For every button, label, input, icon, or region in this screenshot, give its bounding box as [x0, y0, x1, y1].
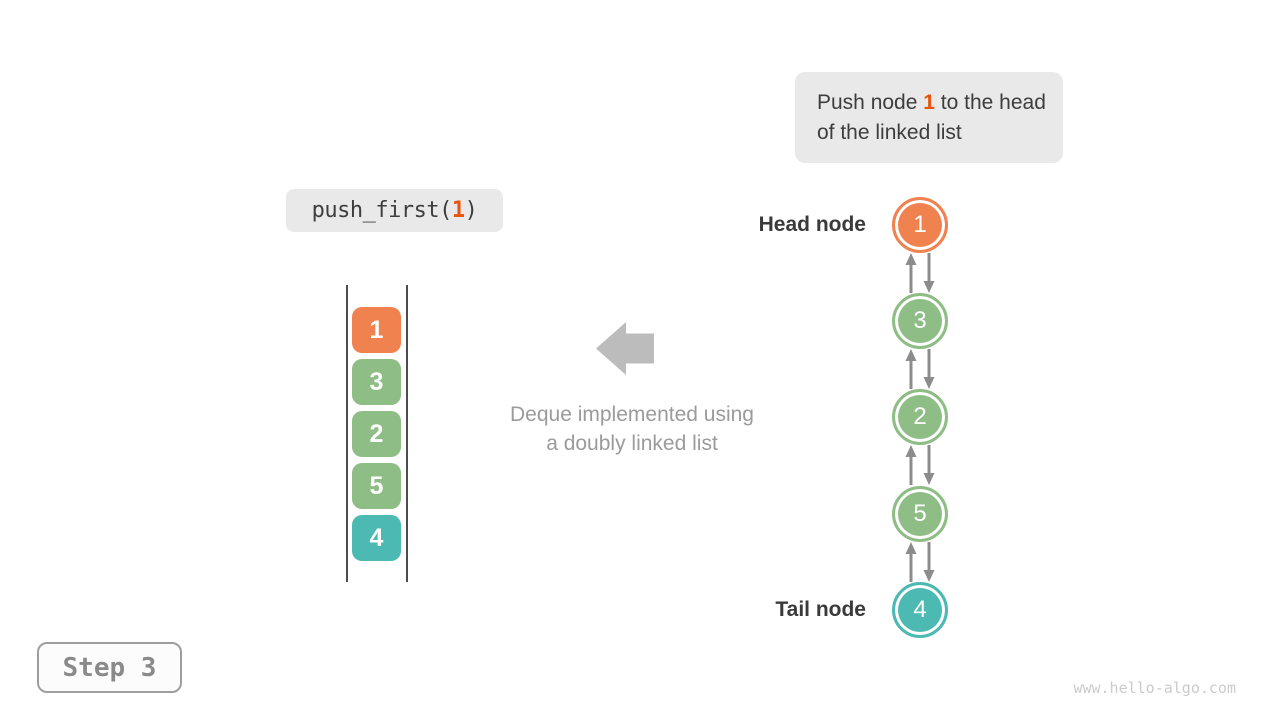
- doubly-link-arrows: [905, 253, 935, 293]
- deque-caption: Deque implemented using a doubly linked …: [470, 400, 794, 458]
- instruction-callout: Push node 1 to the head of the linked li…: [795, 72, 1063, 163]
- list-node: 4: [892, 582, 948, 638]
- watermark: www.hello-algo.com: [1073, 679, 1236, 697]
- stack-item-value: 4: [369, 523, 384, 552]
- stack-item: 4: [352, 515, 401, 561]
- list-node: 2: [892, 389, 948, 445]
- up-arrow-icon: [905, 253, 917, 293]
- up-arrow-icon: [905, 349, 917, 389]
- up-arrow-icon: [905, 542, 917, 582]
- down-arrow-icon: [923, 542, 935, 582]
- list-node: 5: [892, 486, 948, 542]
- list-node-value: 1: [913, 211, 927, 238]
- stack-item-value: 3: [369, 367, 384, 396]
- container-wall-right: [406, 285, 408, 582]
- stack-item: 3: [352, 359, 401, 405]
- stack-item: 1: [352, 307, 401, 353]
- down-arrow-icon: [923, 253, 935, 293]
- doubly-link-arrows: [905, 542, 935, 582]
- down-arrow-icon: [923, 349, 935, 389]
- doubly-link-arrows: [905, 445, 935, 485]
- head-node-label: Head node: [758, 213, 866, 236]
- code-arg: 1: [451, 198, 465, 223]
- left-block-arrow-icon: [596, 322, 654, 375]
- instruction-text-suffix: to the head of the linked list: [817, 91, 1046, 144]
- stack-item-value: 2: [369, 419, 384, 448]
- code-suffix: ): [464, 198, 478, 223]
- deque-caption-line2: a doubly linked list: [546, 432, 718, 455]
- deque-array-view: 1 3 2 5 4: [352, 307, 401, 561]
- list-node-value: 5: [913, 500, 927, 527]
- list-node-value: 4: [913, 596, 927, 623]
- doubly-link-arrows: [905, 349, 935, 389]
- step-badge-label: Step 3: [62, 652, 157, 683]
- stack-item-value: 1: [369, 315, 384, 344]
- list-node-value: 2: [913, 403, 927, 430]
- list-node: 3: [892, 293, 948, 349]
- code-call: push_first(1): [286, 189, 503, 232]
- container-wall-left: [346, 285, 348, 582]
- down-arrow-icon: [923, 445, 935, 485]
- list-node-value: 3: [913, 307, 927, 334]
- stack-item-value: 5: [369, 471, 384, 500]
- up-arrow-icon: [905, 445, 917, 485]
- step-badge: Step 3: [37, 642, 182, 693]
- instruction-highlight-value: 1: [923, 91, 935, 114]
- stack-item: 2: [352, 411, 401, 457]
- deque-caption-line1: Deque implemented using: [510, 403, 754, 426]
- stack-item: 5: [352, 463, 401, 509]
- instruction-text-prefix: Push node: [817, 91, 924, 114]
- list-node: 1: [892, 197, 948, 253]
- tail-node-label: Tail node: [775, 598, 866, 621]
- code-prefix: push_first(: [311, 198, 453, 223]
